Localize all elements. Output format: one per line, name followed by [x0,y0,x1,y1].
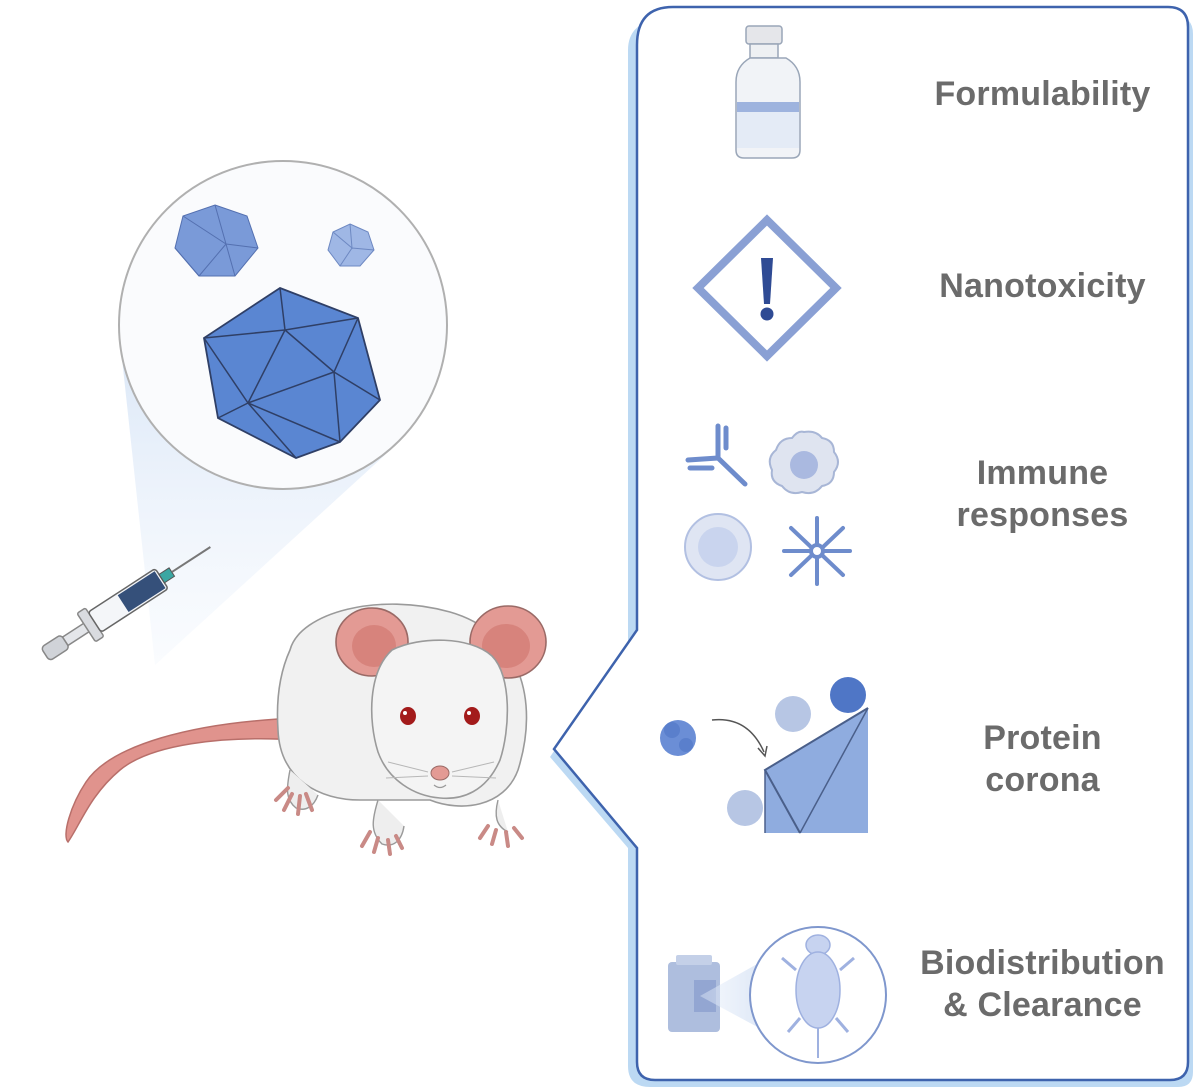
imaging-icon [668,926,887,1064]
magnified-nanoparticles-circle [118,160,448,490]
nanoparticle-large [203,286,382,459]
immune-cells-icon [684,423,852,586]
label-nanotoxicity-line-1: Nanotoxicity [939,267,1146,305]
label-protein-corona-line-2: corona [985,761,1100,799]
lymphocyte-icon [684,513,752,581]
label-formulability: Formulability [920,73,1165,115]
label-biodistribution-line-1: Biodistribution [920,944,1165,982]
macrophage-icon [768,430,839,495]
label-nanotoxicity: Nanotoxicity [920,265,1165,307]
callout-panel [550,5,1193,1087]
warning-icon [692,214,842,362]
mouse-whiskers [385,761,497,779]
mouse-nose [430,765,450,781]
protein-corona-icon [660,677,869,834]
mouse [65,603,547,856]
label-immune-responses-line-2: responses [956,496,1129,534]
antibody-complex-icon [782,516,852,586]
label-protein-corona: Protein corona [920,717,1165,801]
mouse-eye-left [400,707,416,725]
mouse-head [370,639,509,800]
label-immune-responses-line-1: Immune [976,454,1109,492]
label-immune-responses: Immune responses [920,452,1165,536]
syringe [41,546,211,661]
nanoparticle-tiny [327,223,375,267]
label-formulability-line-1: Formulability [934,75,1151,113]
mouse-silhouette-icon [781,934,855,1058]
antibody-icon [685,423,748,487]
vial-icon [735,25,801,159]
label-biodistribution-line-2: & Clearance [943,986,1142,1024]
label-biodistribution-clearance: Biodistribution & Clearance [910,942,1175,1026]
nanoparticle-small [174,204,259,277]
label-protein-corona-line-1: Protein [983,719,1102,757]
mouse-tail [65,717,301,844]
mouse-eye-right [464,707,480,725]
